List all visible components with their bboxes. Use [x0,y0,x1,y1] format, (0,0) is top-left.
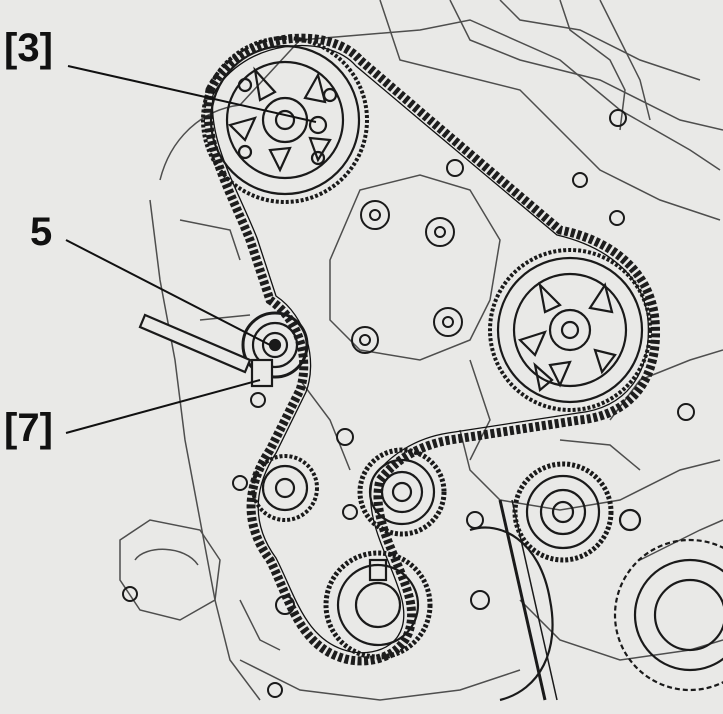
leader-line-7 [65,379,261,434]
block-bolts [122,109,695,698]
callout-leaders [65,65,317,434]
auxiliary-pulley [498,461,614,701]
tensioner-pulley [138,311,309,388]
callout-label-7: [7] [4,406,53,450]
idler-pulley [251,454,319,522]
injection-pump-sprocket [488,248,652,412]
water-pump-pulley [357,447,447,537]
callout-label-3: [3] [4,26,53,70]
leader-line-5 [65,239,271,346]
leader-line-3 [67,65,317,123]
camshaft-sprocket [201,36,369,204]
flywheel-assembly [469,508,723,702]
engine-block-outline [119,0,723,701]
crankshaft-sprocket [323,550,433,660]
callout-label-5: 5 [30,210,53,254]
